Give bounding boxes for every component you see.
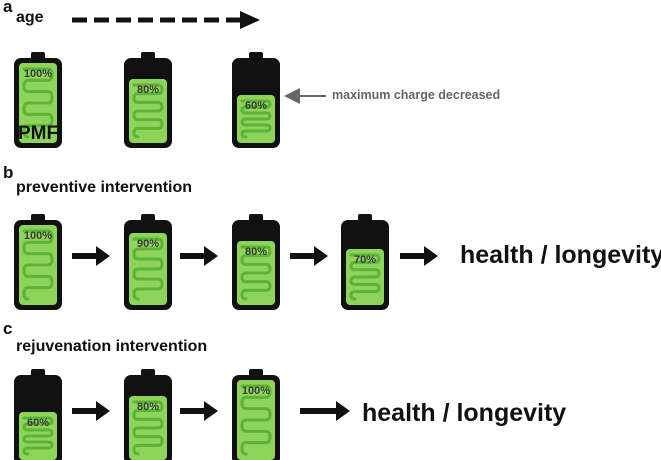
- arrow-b-1: [72, 246, 110, 266]
- panel-a-letter: a: [3, 0, 13, 16]
- mitochondria-coil: [349, 253, 381, 301]
- annotation-text: maximum charge decreased: [332, 88, 501, 102]
- charge-label: 70%: [354, 254, 376, 266]
- panel-c-title: rejuvenation intervention: [16, 338, 208, 355]
- arrow-c-3: [300, 401, 350, 421]
- charge-label: 80%: [137, 84, 159, 96]
- pmf-label: PMF: [18, 123, 58, 144]
- panel-b-title: preventive intervention: [16, 179, 193, 196]
- charge-label: 60%: [27, 417, 49, 429]
- mitochondria-coil: [240, 245, 272, 301]
- arrow-b-2: [180, 246, 218, 266]
- mitochondria-coil: [132, 237, 164, 301]
- batteries-layer: 100% PMF 80% 60% 100% 90% 80% 70% 60% 80% 100%: [14, 52, 389, 460]
- outcome-c: health / longevity: [362, 399, 567, 427]
- battery-b-2: 90%: [124, 214, 172, 310]
- mitochondria-coil: [132, 400, 164, 456]
- mitochondria-coil: [132, 83, 164, 139]
- panel-a-title: age: [16, 9, 44, 26]
- battery-b-1: 100%: [14, 214, 62, 310]
- mitochondria-coil: [22, 67, 54, 139]
- arrow-b-3: [290, 246, 328, 266]
- arrow-b-4: [400, 246, 438, 266]
- battery-c-3: 100%: [232, 369, 280, 460]
- outcome-b: health / longevity: [460, 241, 661, 269]
- charge-label: 100%: [242, 385, 270, 397]
- arrow-c-2: [180, 401, 218, 421]
- arrow-c-1: [72, 401, 110, 421]
- mitochondria-coil: [22, 229, 54, 301]
- charge-label: 80%: [245, 246, 267, 258]
- charge-label: 60%: [245, 100, 267, 112]
- charge-label: 80%: [137, 401, 159, 413]
- battery-b-3: 80%: [232, 214, 280, 310]
- battery-a-2: 80%: [124, 52, 172, 148]
- battery-a-3: 60%: [232, 52, 280, 148]
- panel-b-letter: b: [3, 163, 14, 182]
- battery-b-4: 70%: [341, 214, 389, 310]
- battery-c-1: 60%: [14, 369, 62, 460]
- mitochondria-coil: [22, 416, 54, 456]
- mitochondria-coil: [240, 99, 272, 139]
- battery-c-2: 80%: [124, 369, 172, 460]
- age-arrow: [72, 11, 260, 29]
- panel-c-letter: c: [3, 319, 13, 338]
- battery-a-1: 100% PMF: [14, 52, 62, 148]
- charge-label: 100%: [24, 68, 52, 80]
- mitochondria-coil: [240, 384, 272, 456]
- charge-label: 100%: [24, 230, 52, 242]
- charge-label: 90%: [137, 238, 159, 250]
